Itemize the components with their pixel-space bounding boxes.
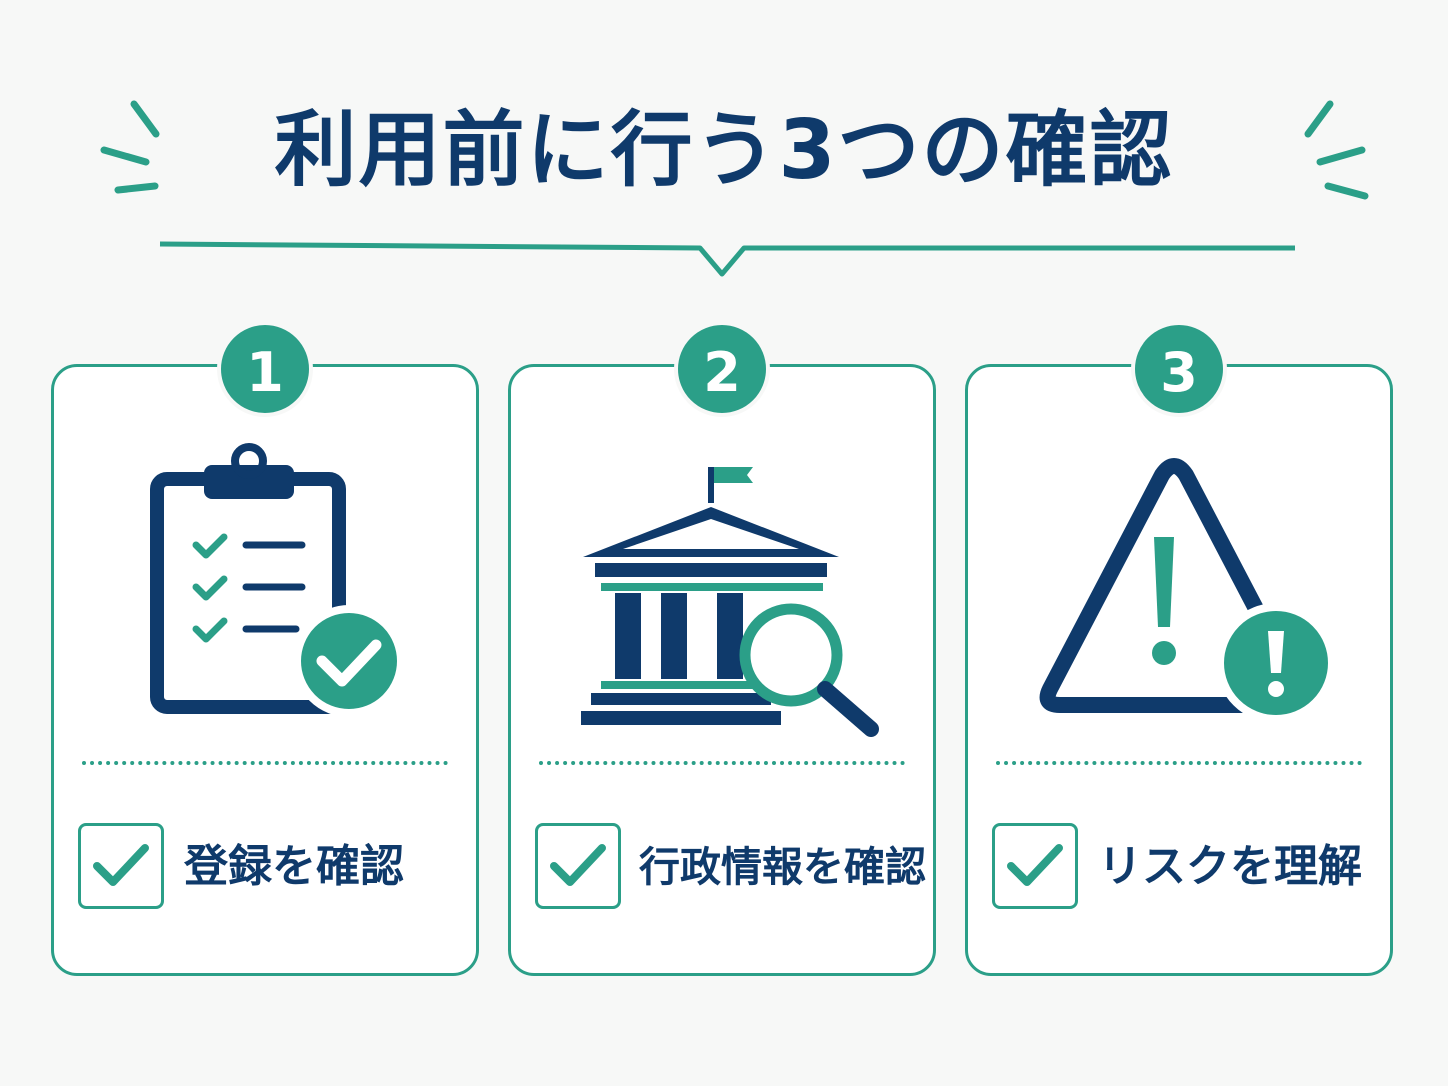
sparkle-right-mid [1316, 146, 1366, 166]
page-title: 利用前に行う3つの確認 [274, 103, 1174, 198]
checkmark-icon [550, 844, 606, 886]
clipboard-check-icon [150, 443, 405, 717]
card-check-government-info: 2 行政情報を確認 [508, 321, 936, 976]
card-check-registration: 1 登録を確認 [51, 321, 479, 976]
title-underline-pointer [159, 241, 1295, 277]
sparkle-left-bottom [114, 182, 159, 194]
checkbox-checked[interactable] [992, 823, 1078, 909]
checkbox-checked[interactable] [78, 823, 164, 909]
government-building-search-icon [581, 467, 879, 737]
checkmark-icon [93, 844, 149, 886]
warning-triangle-icon [1039, 458, 1336, 723]
sparkle-right-bottom [1324, 182, 1369, 200]
checkbox-checked[interactable] [535, 823, 621, 909]
dotted-divider [82, 761, 448, 765]
dotted-divider [539, 761, 905, 765]
card-label: 登録を確認 [184, 841, 404, 892]
header-decoration [100, 100, 1369, 277]
card-understand-risk: 3 リスクを理解 [965, 321, 1393, 976]
sparkle-left-mid [100, 146, 150, 166]
sparkle-right-top [1304, 100, 1334, 138]
sparkle-left-top [130, 100, 160, 138]
step-number-badge: 1 [217, 321, 313, 417]
dotted-divider [996, 761, 1362, 765]
card-label: 行政情報を確認 [639, 843, 926, 891]
checkmark-icon [1007, 844, 1063, 886]
step-number-badge: 2 [674, 321, 770, 417]
card-label: リスクを理解 [1098, 841, 1362, 892]
step-number-badge: 3 [1131, 321, 1227, 417]
